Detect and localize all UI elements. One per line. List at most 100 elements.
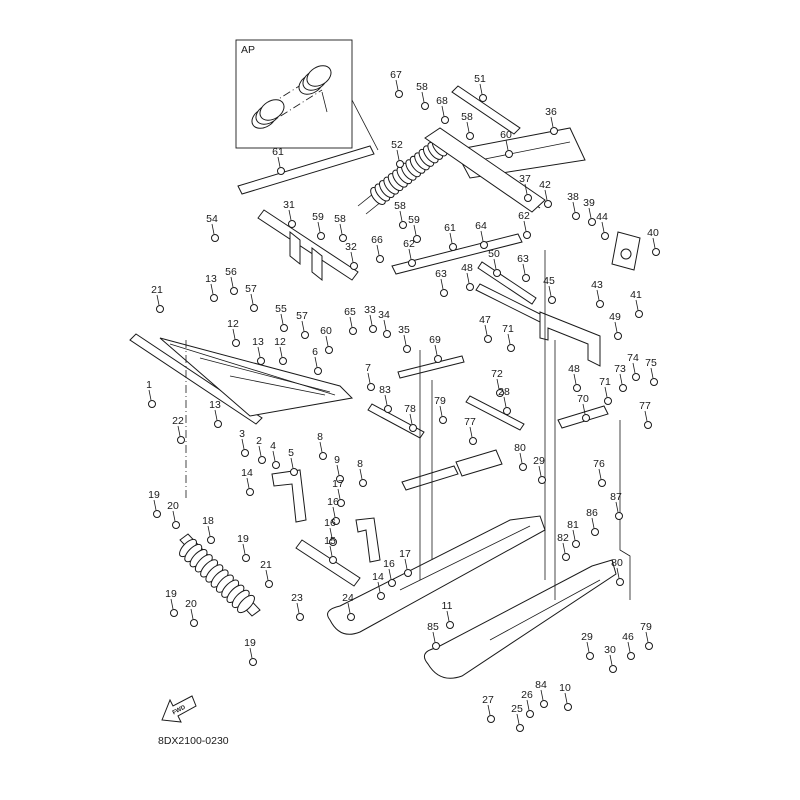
part-10 [564,703,572,711]
part-32 [350,262,358,270]
callout-42: 42 [539,179,551,191]
leader-line [207,525,211,537]
callout-18: 18 [202,515,214,527]
part-70 [582,414,590,422]
callout-26: 26 [521,689,533,701]
callout-57: 57 [245,283,257,295]
leader-line [210,283,214,295]
callout-21: 21 [260,559,272,571]
leader-line [332,506,336,518]
part-20 [190,619,198,627]
callout-62: 62 [403,238,415,250]
callout-28: 28 [498,386,510,398]
callout-82: 82 [557,532,569,544]
part-62 [523,231,531,239]
part-50 [493,269,501,277]
part-80 [616,578,624,586]
rear-shock-18 [179,533,261,617]
callout-48: 48 [568,363,580,375]
part-77 [469,437,477,445]
callout-8: 8 [317,431,323,443]
part-19 [242,554,250,562]
callout-58: 58 [416,81,428,93]
part-16 [332,517,340,525]
callout-83: 83 [379,384,391,396]
part-13 [257,357,265,365]
inset-label: AP [241,44,255,56]
part-61 [449,243,457,251]
callout-54: 54 [206,213,218,225]
part-4 [272,461,280,469]
part-24 [347,613,355,621]
callout-29: 29 [533,455,545,467]
leader-line [376,244,380,256]
part-60 [325,346,333,354]
callout-19: 19 [165,588,177,600]
part-14 [377,592,385,600]
part-45 [548,296,556,304]
leader-line [507,333,511,345]
bracket-45 [539,311,601,367]
part-78 [409,424,417,432]
part-21 [265,580,273,588]
part-18 [207,536,215,544]
callout-5: 5 [288,447,294,459]
leader-line [544,189,548,201]
part-80 [519,463,527,471]
callout-38: 38 [567,191,579,203]
part-85 [432,642,440,650]
part-34 [383,330,391,338]
part-38 [572,212,580,220]
part-3 [241,449,249,457]
part-55 [280,324,288,332]
callout-71: 71 [599,376,611,388]
shaft-31-32 [257,209,359,282]
leader-line [265,569,269,581]
callout-69: 69 [429,334,441,346]
leader-line [388,568,392,580]
leader-line [650,367,654,379]
leader-line [339,223,343,235]
leader-line [272,450,276,462]
leader-line [288,209,292,221]
part-72 [496,389,504,397]
leader-line [440,278,444,290]
damper-cylinder [401,449,503,491]
leader-line [627,641,631,653]
leader-line [369,314,373,326]
part-25 [516,724,524,732]
rod-28 [465,395,525,431]
callout-74: 74 [627,352,639,364]
part-7 [367,383,375,391]
part-60 [505,150,513,158]
callout-2: 2 [256,435,262,447]
boot-part [251,65,332,129]
leader-line [572,201,576,213]
rod-69 [397,355,465,379]
leader-line [614,321,618,333]
leader-line [572,529,576,541]
part-11 [446,621,454,629]
part-40 [652,248,660,256]
callout-58: 58 [394,200,406,212]
callout-37: 37 [519,173,531,185]
spring-coil [237,594,255,614]
callout-57: 57 [296,310,308,322]
callout-35: 35 [398,324,410,336]
part-74 [632,373,640,381]
callout-9: 9 [334,454,340,466]
callout-13: 13 [209,399,221,411]
leader-line [466,272,470,284]
callout-51: 51 [474,73,486,85]
part-31 [288,220,296,228]
callout-13: 13 [252,336,264,348]
part-48 [573,384,581,392]
callout-49: 49 [609,311,621,323]
callout-66: 66 [371,234,383,246]
leader-line [317,221,321,233]
leader-line [615,501,619,513]
leader-line [190,608,194,620]
bracket-14-lower [355,517,381,563]
part-12 [279,357,287,365]
